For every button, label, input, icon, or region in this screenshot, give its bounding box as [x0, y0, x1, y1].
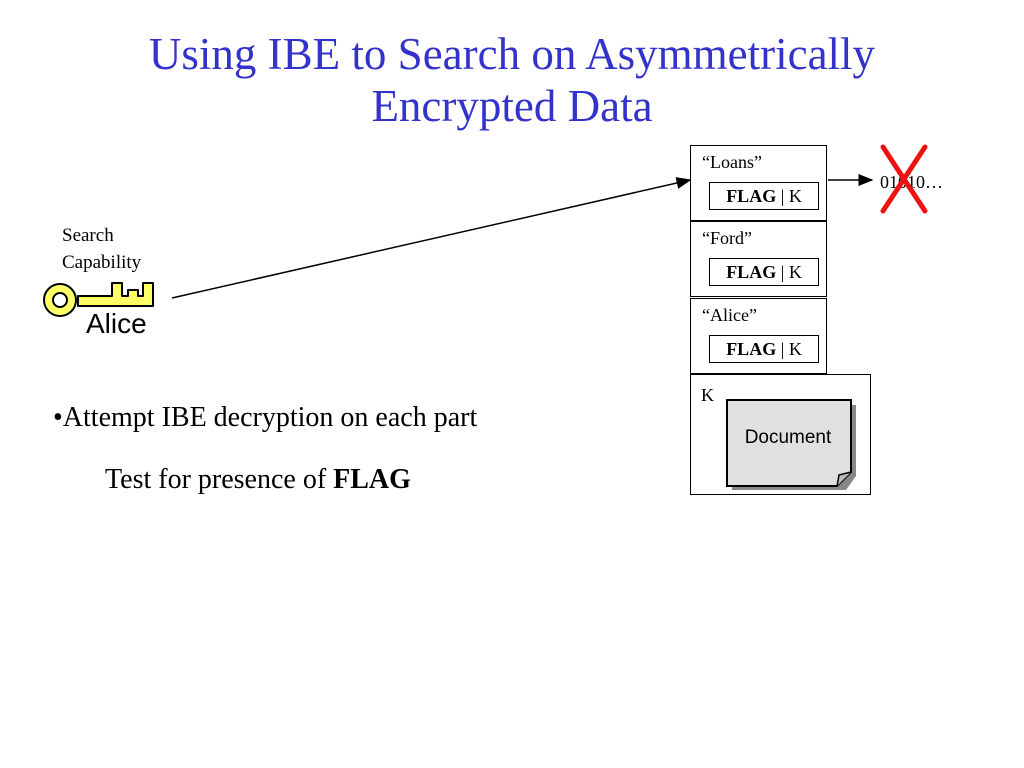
search-capability-line-1: Search — [62, 225, 114, 246]
flag-box: FLAG | K — [709, 258, 819, 286]
title-line-1: Using IBE to Search on Asymmetrically — [148, 29, 876, 79]
encrypted-part-alice: “Alice” FLAG | K — [690, 298, 827, 374]
slide-title: Using IBE to Search on Asymmetrically En… — [0, 28, 1024, 132]
encrypted-part-ford: “Ford” FLAG | K — [690, 221, 827, 297]
flag-k: K — [788, 339, 802, 359]
key-icon — [43, 282, 154, 317]
keyword-label: “Ford” — [702, 228, 752, 248]
search-capability-label: Search Capability — [62, 222, 141, 276]
flag-text: FLAG — [726, 186, 777, 206]
flag-k: K — [788, 186, 802, 206]
flag-separator: | — [776, 262, 789, 282]
bullet-test-prefix: Test for presence of — [105, 464, 334, 495]
query-arrow — [171, 177, 692, 299]
alice-label: Alice — [86, 308, 147, 339]
flag-text: FLAG — [726, 339, 777, 359]
flag-text: FLAG — [726, 262, 777, 282]
reject-x-stroke-2 — [880, 144, 928, 214]
doc-key-label: K — [701, 385, 714, 405]
bullet-test-flag: Test for presence of FLAG — [105, 464, 411, 496]
flag-separator: | — [776, 339, 789, 359]
encrypted-part-loans: “Loans” FLAG | K — [690, 145, 827, 221]
flag-k: K — [788, 262, 802, 282]
title-line-2: Encrypted Data — [371, 81, 653, 131]
bullet-attempt-decryption: •Attempt IBE decryption on each part — [53, 402, 478, 433]
keyword-label: “Alice” — [702, 305, 757, 325]
flag-separator: | — [776, 186, 789, 206]
flag-box: FLAG | K — [709, 182, 819, 210]
document-label: Document — [744, 427, 832, 448]
keyword-label: “Loans” — [702, 152, 762, 172]
bullet-test-flag-bold: FLAG — [333, 464, 411, 495]
document-icon — [726, 399, 856, 490]
flag-box: FLAG | K — [709, 335, 819, 363]
ciphertext-result: 01010… — [880, 172, 943, 192]
search-capability-line-2: Capability — [62, 252, 142, 273]
